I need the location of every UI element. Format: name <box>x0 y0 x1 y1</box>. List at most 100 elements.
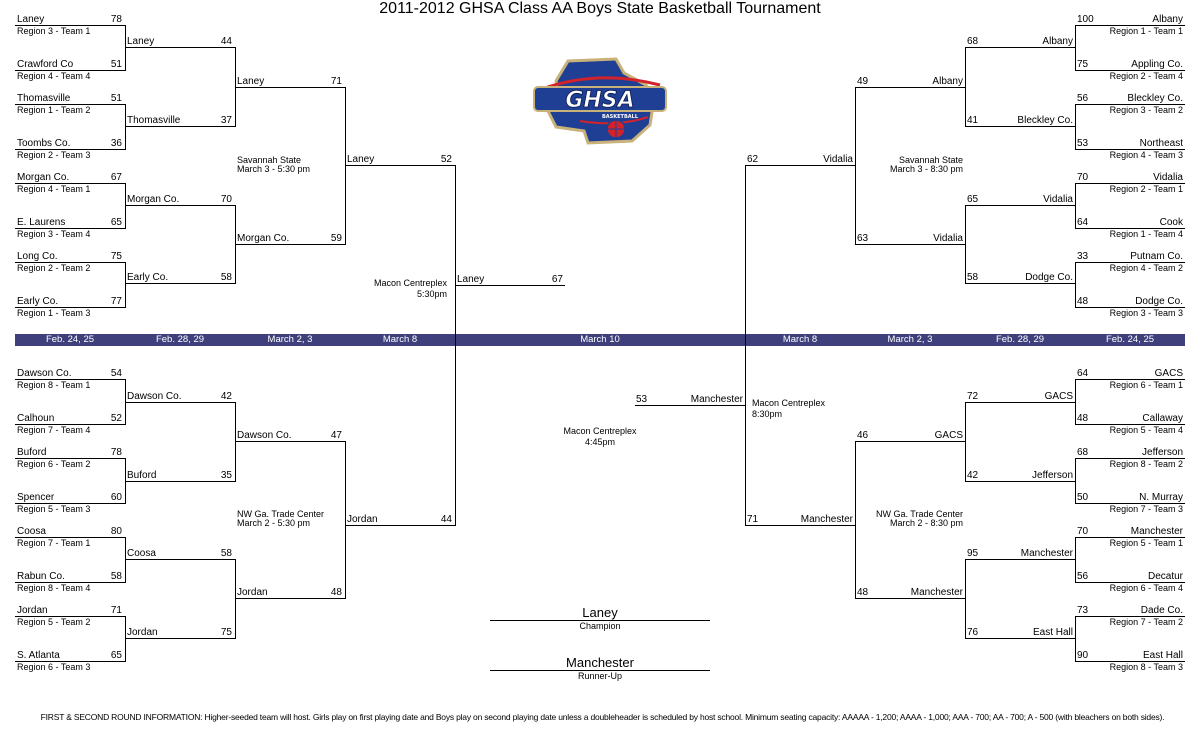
round-date: Feb. 24, 25 <box>45 334 95 345</box>
bracket-connector <box>965 205 966 284</box>
bracket-line <box>855 598 965 599</box>
team-name: Crawford Co <box>17 59 74 70</box>
bracket-line <box>15 582 125 583</box>
team-region: Region 2 - Team 3 <box>17 150 91 160</box>
final-score-left: 67 <box>551 274 563 285</box>
bracket-line <box>125 283 235 284</box>
team-score: 41 <box>967 115 979 126</box>
round-dates-band: Feb. 24, 25 Feb. 28, 29 March 2, 3 March… <box>15 334 1185 346</box>
bracket-line <box>15 104 125 105</box>
bracket-line <box>15 70 125 71</box>
team-region: Region 4 - Team 4 <box>17 71 91 81</box>
bracket-line <box>1075 183 1185 184</box>
team-score: 64 <box>1077 368 1089 379</box>
team-score: 51 <box>110 93 122 104</box>
team-name: Coosa <box>17 526 46 537</box>
team-score: 73 <box>1077 605 1089 616</box>
bracket-line <box>15 307 125 308</box>
team-region: Region 6 - Team 3 <box>17 662 91 672</box>
team-region: Region 8 - Team 3 <box>1109 662 1183 672</box>
bracket-connector <box>125 262 126 308</box>
bracket-connector <box>235 559 236 639</box>
round-date: Feb. 28, 29 <box>995 334 1045 345</box>
bracket-line <box>965 283 1075 284</box>
team-region: Region 1 - Team 3 <box>17 308 91 318</box>
team-name: Jefferson <box>1142 447 1183 458</box>
team-name: Early Co. <box>127 272 169 283</box>
bracket-connector <box>345 87 346 245</box>
team-name: Manchester <box>910 587 963 598</box>
bracket-connector <box>965 559 966 639</box>
bracket-connector <box>1075 537 1076 583</box>
team-region: Region 3 - Team 3 <box>1109 308 1183 318</box>
bracket-connector <box>855 441 856 599</box>
bracket-connector <box>125 537 126 583</box>
bracket-line <box>125 638 235 639</box>
team-region: Region 3 - Team 2 <box>1109 105 1183 115</box>
team-region: Region 2 - Team 1 <box>1109 184 1183 194</box>
team-score: 33 <box>1077 251 1089 262</box>
round-date: March 8 <box>382 334 418 345</box>
team-name: Morgan Co. <box>127 194 180 205</box>
team-score: 65 <box>110 217 122 228</box>
team-score: 71 <box>747 514 759 525</box>
bracket-line <box>1075 458 1185 459</box>
team-name: Toombs Co. <box>17 138 71 149</box>
team-score: 48 <box>330 587 342 598</box>
bracket-line <box>1075 537 1185 538</box>
footer-note: FIRST & SECOND ROUND INFORMATION: Higher… <box>40 712 1165 722</box>
team-name: Bleckley Co. <box>1017 115 1073 126</box>
round-date: March 2, 3 <box>887 334 933 345</box>
team-region: Region 5 - Team 3 <box>17 504 91 514</box>
runner-up-team: Manchester <box>566 655 634 670</box>
runner-up-block: Manchester Runner-Up <box>490 656 710 681</box>
team-region: Region 1 - Team 4 <box>1109 229 1183 239</box>
bracket-line <box>15 183 125 184</box>
bracket-connector <box>1075 183 1076 229</box>
team-score: 90 <box>1077 650 1089 661</box>
team-name: Albany <box>1152 14 1183 25</box>
team-name: Early Co. <box>17 296 59 307</box>
team-score: 71 <box>330 76 342 87</box>
bracket-line <box>15 503 125 504</box>
team-name: Vidalia <box>823 154 853 165</box>
team-name: GACS <box>934 430 963 441</box>
bracket-line <box>1075 104 1185 105</box>
team-name: Manchester <box>1020 548 1073 559</box>
team-score: 76 <box>967 627 979 638</box>
bracket-line <box>1075 228 1185 229</box>
team-region: Region 4 - Team 1 <box>17 184 91 194</box>
bracket-line <box>1075 262 1185 263</box>
final-score-right: 53 <box>636 394 648 405</box>
team-name: Jefferson <box>1032 470 1073 481</box>
team-region: Region 7 - Team 2 <box>1109 617 1183 627</box>
bracket-line <box>745 525 855 526</box>
team-region: Region 8 - Team 2 <box>1109 459 1183 469</box>
team-score: 65 <box>110 650 122 661</box>
team-score: 49 <box>857 76 869 87</box>
team-name: Cook <box>1159 217 1183 228</box>
team-region: Region 2 - Team 2 <box>17 263 91 273</box>
team-score: 48 <box>1077 413 1089 424</box>
team-score: 75 <box>220 627 232 638</box>
team-region: Region 1 - Team 1 <box>1109 26 1183 36</box>
team-score: 77 <box>110 296 122 307</box>
team-region: Region 7 - Team 4 <box>17 425 91 435</box>
team-name: Vidalia <box>1043 194 1073 205</box>
team-name: Spencer <box>17 492 55 503</box>
bracket-line <box>1075 25 1185 26</box>
team-score: 54 <box>110 368 122 379</box>
team-score: 52 <box>440 154 452 165</box>
bracket-line <box>235 87 345 88</box>
team-score: 42 <box>967 470 979 481</box>
team-name: Appling Co. <box>1131 59 1183 70</box>
bracket-line <box>235 598 345 599</box>
team-score: 64 <box>1077 217 1089 228</box>
bracket-line <box>345 165 455 166</box>
final-team-right: Manchester <box>690 394 743 405</box>
team-name: Vidalia <box>1153 172 1183 183</box>
